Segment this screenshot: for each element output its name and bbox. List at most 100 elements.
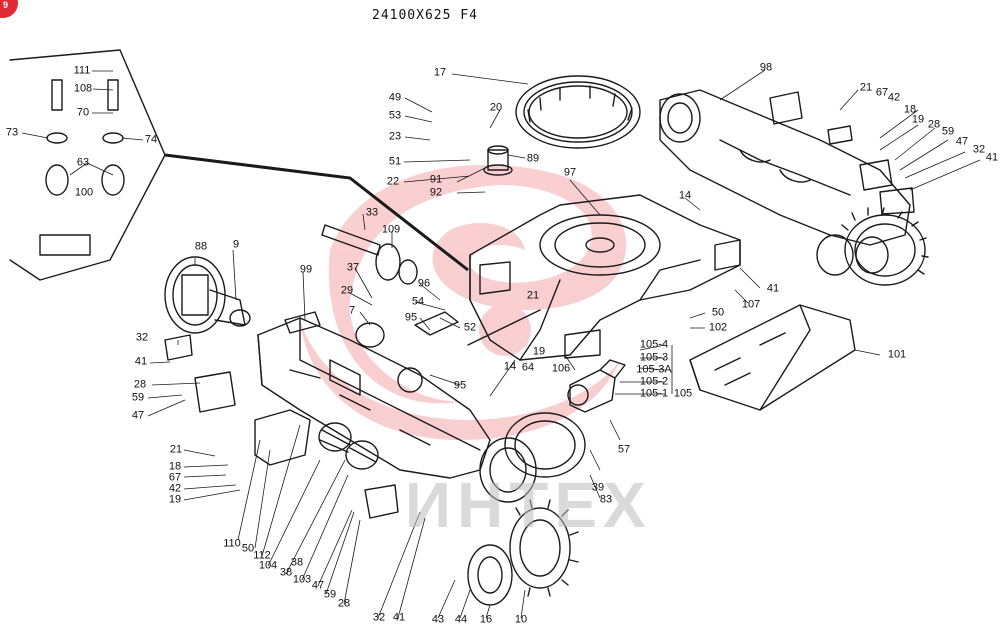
part-label-28: 28 [133, 378, 147, 391]
part-label-16: 16 [479, 613, 493, 626]
undercarriage-center-frame [469, 194, 741, 361]
part-label-88: 88 [194, 240, 208, 253]
part-label-33: 33 [365, 206, 379, 219]
part-label-92: 92 [429, 186, 443, 199]
part-label-47: 47 [311, 579, 325, 592]
part-label-14: 14 [678, 189, 692, 202]
part-label-7: 7 [348, 304, 356, 317]
part-label-101: 101 [887, 348, 907, 361]
part-label-51: 51 [388, 155, 402, 168]
inset-leader-line [164, 153, 469, 272]
idler [164, 256, 251, 334]
left-track-frame [257, 311, 491, 479]
part-label-50: 50 [241, 542, 255, 555]
right-track-frame [659, 89, 911, 246]
part-label-91: 91 [429, 173, 443, 186]
part-label-74: 74 [144, 133, 158, 146]
part-label-105-3A: 105-3A [636, 363, 672, 376]
part-label-32: 32 [372, 611, 386, 624]
part-label-107: 107 [741, 298, 761, 311]
part-label-19: 19 [532, 345, 546, 358]
part-label-29: 29 [340, 284, 354, 297]
part-label-14: 14 [503, 360, 517, 373]
right-sprocket [816, 207, 929, 286]
part-label-111: 111 [73, 64, 91, 77]
part-label-67: 67 [168, 471, 182, 484]
part-label-105-3: 105-3 [639, 351, 669, 364]
part-label-83: 83 [599, 493, 613, 506]
part-label-97: 97 [563, 166, 577, 179]
part-label-32: 32 [972, 143, 986, 156]
part-label-100: 100 [74, 186, 94, 199]
part-label-99: 99 [299, 263, 313, 276]
part-label-109: 109 [381, 223, 401, 236]
part-label-106: 106 [551, 362, 571, 375]
part-label-95: 95 [453, 379, 467, 392]
part-label-20: 20 [489, 101, 503, 114]
part-label-59: 59 [323, 588, 337, 601]
part-label-28: 28 [337, 597, 351, 610]
part-label-63: 63 [76, 156, 90, 169]
part-label-32: 32 [135, 331, 149, 344]
part-label-21: 21 [526, 289, 540, 302]
cylinder-parts [321, 145, 541, 346]
part-label-105-4: 105-4 [639, 338, 669, 351]
track-rollers [318, 322, 423, 470]
part-label-9: 9 [232, 238, 240, 251]
part-label-105-2: 105-2 [639, 375, 669, 388]
right-end-parts [769, 91, 915, 215]
travel-motor [567, 359, 626, 413]
part-label-17: 17 [433, 66, 447, 79]
part-label-57: 57 [617, 443, 631, 456]
part-label-53: 53 [388, 109, 402, 122]
part-label-19: 19 [911, 113, 925, 126]
corner-badge: 9 [0, 0, 18, 18]
part-label-110: 110 [223, 537, 241, 550]
part-label-70: 70 [76, 106, 90, 119]
part-label-52: 52 [463, 321, 477, 334]
part-label-73: 73 [5, 126, 19, 139]
part-label-18: 18 [168, 460, 182, 473]
part-label-42: 42 [887, 91, 901, 104]
part-label-59: 59 [941, 125, 955, 138]
part-label-19: 19 [168, 493, 182, 506]
part-label-102: 102 [708, 321, 728, 334]
watermark-text: ИНТЕХ [405, 469, 652, 541]
part-label-18: 18 [903, 103, 917, 116]
part-label-44: 44 [454, 613, 468, 626]
part-label-41: 41 [134, 355, 148, 368]
part-label-47: 47 [955, 135, 969, 148]
part-label-43: 43 [431, 613, 445, 626]
part-label-22: 22 [386, 175, 400, 188]
part-label-37: 37 [346, 261, 360, 274]
part-label-54: 54 [411, 295, 425, 308]
sprocket-ring [467, 544, 513, 606]
part-label-96: 96 [417, 277, 431, 290]
part-label-28: 28 [927, 118, 941, 131]
part-label-39: 39 [591, 481, 605, 494]
track-guard [689, 304, 856, 411]
part-label-10: 10 [514, 613, 528, 626]
part-label-105-1: 105-1 [639, 387, 669, 400]
part-label-23: 23 [388, 130, 402, 143]
part-label-49: 49 [388, 91, 402, 104]
drawing-title: 24100X625 F4 [372, 8, 478, 23]
part-label-103: 103 [292, 573, 312, 586]
part-label-21: 21 [859, 81, 873, 94]
part-label-38: 38 [279, 566, 293, 579]
part-label-50: 50 [711, 306, 725, 319]
final-drive [479, 412, 586, 503]
part-label-41: 41 [985, 151, 999, 164]
part-label-67: 67 [875, 86, 889, 99]
part-label-95: 95 [404, 311, 418, 324]
part-label-112: 112 [253, 549, 271, 562]
part-label-104: 104 [258, 559, 278, 572]
part-label-38: 38 [290, 556, 304, 569]
part-label-47: 47 [131, 409, 145, 422]
sprocket [509, 499, 579, 597]
part-label-59: 59 [131, 391, 145, 404]
part-label-64: 64 [521, 361, 535, 374]
part-label-89: 89 [526, 152, 540, 165]
